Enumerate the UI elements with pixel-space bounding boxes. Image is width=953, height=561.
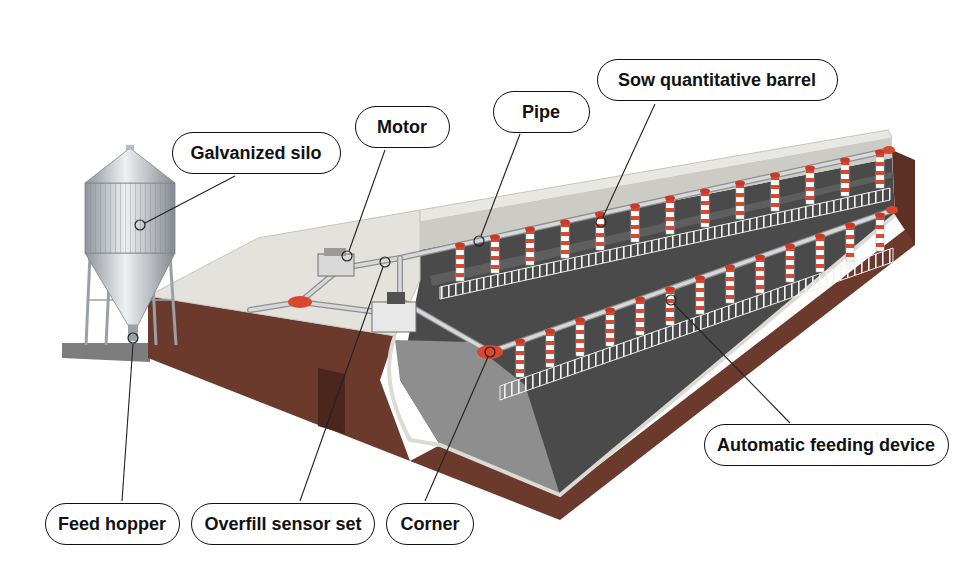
feeder (725, 265, 735, 304)
leader-line (425, 357, 488, 501)
callout-label: Feed hopper (45, 503, 180, 545)
leader-line (349, 150, 385, 251)
label-text: Sow quantitative barrel (618, 69, 816, 91)
leader-line (145, 176, 235, 223)
label-text: Overfill sensor set (204, 513, 361, 535)
pipe-end (886, 206, 898, 214)
label-text: Corner (400, 513, 459, 535)
feeder-row (455, 150, 885, 282)
callout-dot (596, 217, 606, 227)
leader-line (674, 304, 790, 423)
label-text: Motor (377, 116, 427, 138)
silo-cone (85, 253, 175, 325)
feeder (875, 213, 885, 252)
silo-body (85, 183, 175, 253)
pipe-end (883, 146, 895, 154)
feeder (735, 181, 745, 220)
sensor-motor (387, 292, 405, 304)
label-text: Galvanized silo (190, 142, 321, 164)
pipe-elbow (477, 345, 503, 359)
leader-line (603, 104, 655, 217)
pipe (250, 302, 378, 312)
feeder (665, 196, 675, 235)
feeder (525, 227, 535, 266)
brick-wall-end (892, 150, 915, 245)
callout-label: Overfill sensor set (191, 503, 375, 545)
feeder (695, 276, 705, 315)
feeder (455, 243, 465, 282)
feeder (665, 287, 675, 326)
feeder (700, 189, 710, 228)
sensor-box (372, 302, 416, 332)
feeder (755, 255, 765, 294)
pipe (400, 210, 893, 352)
label-text: Pipe (522, 101, 560, 123)
callout-dot (128, 333, 138, 343)
brick-wall-front (410, 222, 915, 520)
feeder (575, 318, 585, 357)
feeder (785, 244, 795, 283)
callout-label: Corner (386, 503, 474, 545)
silo-cap (126, 145, 134, 150)
door (318, 368, 345, 434)
feeder (515, 339, 525, 378)
pipe-system (250, 150, 893, 352)
ground-strip (62, 343, 150, 362)
feeder (605, 308, 615, 347)
motor (318, 254, 354, 276)
callout-label: Pipe (493, 91, 590, 133)
callout-label: Motor (355, 106, 450, 148)
callout-label: Automatic feeding device (704, 424, 949, 466)
silo-ribs (85, 183, 175, 253)
pipe (354, 150, 890, 266)
feeder (545, 329, 555, 368)
callout-dot (135, 220, 145, 230)
leader-line (481, 134, 520, 236)
pipe (400, 210, 893, 352)
callout-label: Galvanized silo (172, 132, 341, 174)
feeder (815, 234, 825, 273)
callout-dot (380, 257, 390, 267)
feeder (875, 150, 885, 189)
feeder (635, 297, 645, 336)
feeder (630, 204, 640, 243)
feeder (560, 220, 570, 259)
feeder (845, 223, 855, 262)
feeder (595, 212, 605, 251)
callout-dot (342, 251, 352, 261)
callout-dot (666, 295, 676, 305)
pen-railing (500, 248, 893, 400)
leader-lines (122, 104, 790, 501)
feeder-row (515, 213, 885, 378)
label-text: Automatic feeding device (717, 434, 935, 456)
feeder (840, 158, 850, 197)
leader-line (122, 344, 133, 501)
feeder (770, 173, 780, 212)
roof-slab (148, 210, 420, 336)
pipe (354, 150, 890, 266)
feeder (490, 235, 500, 274)
callout-dot (485, 347, 495, 357)
label-text: Feed hopper (58, 513, 166, 535)
pipe (250, 302, 378, 312)
pipe-elbow (288, 296, 312, 308)
feeder (805, 166, 815, 205)
callout-label: Sow quantitative barrel (597, 59, 838, 101)
callout-dot (474, 236, 484, 246)
silo-roof (85, 148, 175, 183)
leader-line (300, 267, 383, 501)
callout-dots (128, 217, 676, 357)
